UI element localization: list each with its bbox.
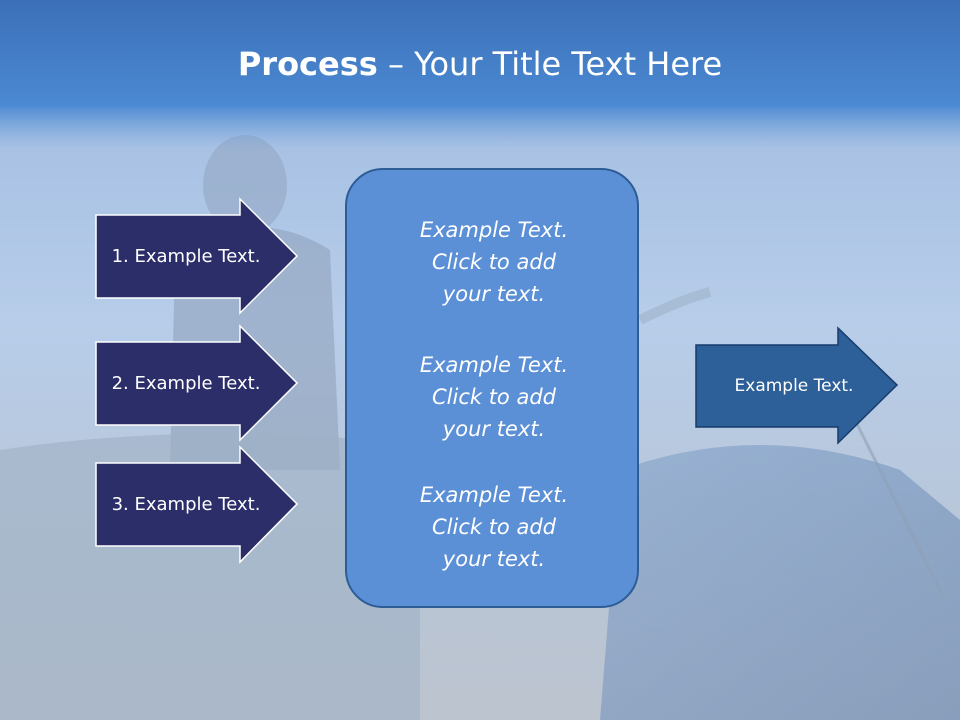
para-1-line-1: Example Text. [419, 218, 569, 242]
right-arrow-label: Example Text. [734, 376, 854, 396]
title-bold: Process [237, 45, 378, 83]
para-1-line-2: Click to add [431, 250, 556, 274]
center-paragraph-2: Example Text. Click to add your text. [347, 349, 641, 445]
arrow-3-shape[interactable] [95, 445, 299, 564]
arrow-1-shape[interactable] [95, 197, 299, 315]
para-2-line-3: your text. [442, 417, 546, 441]
para-2-line-2: Click to add [431, 385, 556, 409]
arrow-2-shape[interactable] [95, 324, 299, 442]
para-3-line-1: Example Text. [419, 483, 569, 507]
slide-title[interactable]: Process – Your Title Text Here [238, 45, 722, 83]
para-3-line-3: your text. [442, 547, 546, 571]
para-2-line-1: Example Text. [419, 353, 569, 377]
title-rest: – Your Title Text Here [377, 45, 723, 83]
center-text-box[interactable]: Example Text. Click to add your text. Ex… [345, 168, 639, 608]
arrow-3-label: 3. Example Text. [111, 494, 261, 515]
right-arrow-shape[interactable] [695, 326, 899, 445]
arrow-2-label: 2. Example Text. [111, 373, 261, 394]
arrow-1-label: 1. Example Text. [111, 246, 261, 267]
para-3-line-2: Click to add [431, 515, 556, 539]
center-paragraph-1: Example Text. Click to add your text. [347, 214, 641, 310]
title-bar: Process – Your Title Text Here [0, 0, 960, 150]
para-1-line-3: your text. [442, 282, 546, 306]
center-paragraph-3: Example Text. Click to add your text. [347, 479, 641, 575]
